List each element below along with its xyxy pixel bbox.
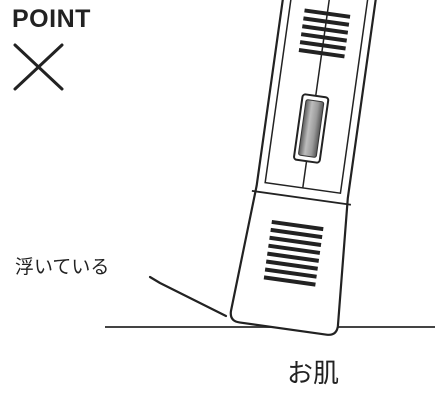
bottom-vent-grille [263,219,324,287]
cross-icon [13,43,64,91]
device-window-glass [298,99,325,158]
top-vent-grille [298,8,351,59]
callout-leader-line [148,275,228,318]
skin-label: お肌 [287,359,340,389]
point-title: POINT [12,5,91,33]
device-head-separator [251,189,352,206]
tilted-device [229,0,382,336]
floating-callout-label: 浮いている [15,256,110,278]
